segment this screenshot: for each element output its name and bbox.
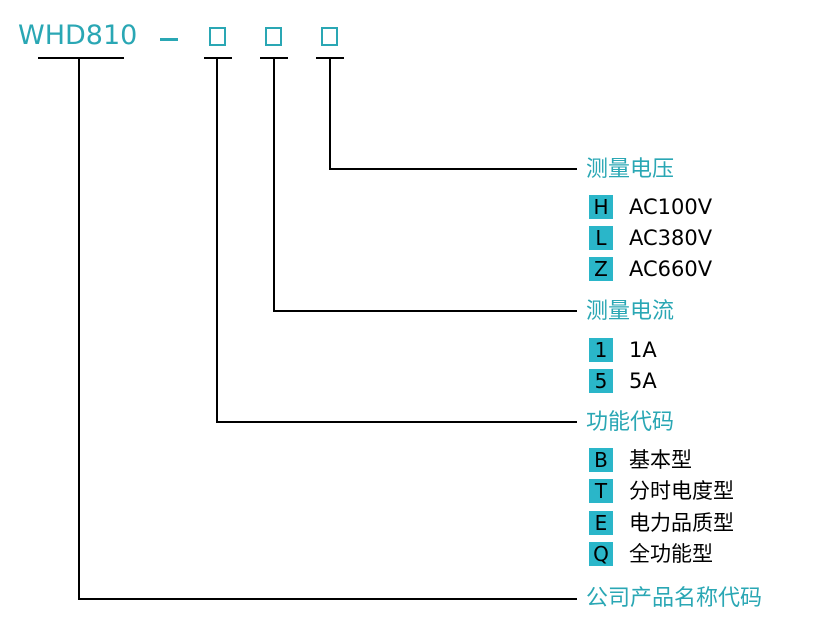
code-placeholder-function [209,27,226,46]
option-code: L [589,226,613,250]
option-label: AC380V [629,226,713,250]
option-code: 5 [589,369,613,393]
model-separator-dash [160,38,178,41]
option-label: 全功能型 [629,542,713,566]
heading-measured-voltage: 测量电压 [586,157,675,182]
heading-function-code: 功能代码 [586,410,675,435]
connector-current-vertical [273,58,275,312]
option-label: 1A [629,338,657,362]
option-code: Z [589,257,613,281]
heading-company-product-code: 公司产品名称代码 [586,586,763,611]
option-label: 基本型 [629,448,692,472]
connector-company-horizontal [78,598,577,600]
option-label: 分时电度型 [629,479,734,503]
underline-model [38,57,124,59]
connector-current-horizontal [273,310,577,312]
connector-voltage-horizontal [329,168,577,170]
option-code: B [589,448,613,472]
option-code: H [589,195,613,219]
connector-function-vertical [216,58,218,423]
option-code: Q [589,542,613,566]
option-label: AC100V [629,195,713,219]
option-code: 1 [589,338,613,362]
option-label: 电力品质型 [629,511,734,535]
connector-voltage-vertical [329,58,331,170]
heading-measured-current: 测量电流 [586,299,675,324]
model-name: WHD810 [18,20,138,51]
code-placeholder-current [265,27,282,46]
connector-function-horizontal [216,421,577,423]
option-code: T [589,479,613,503]
option-label: 5A [629,369,657,393]
underline-function [204,57,232,59]
code-placeholder-voltage [321,27,338,46]
option-label: AC660V [629,257,713,281]
option-code: E [589,511,613,535]
connector-company-vertical [78,58,80,600]
